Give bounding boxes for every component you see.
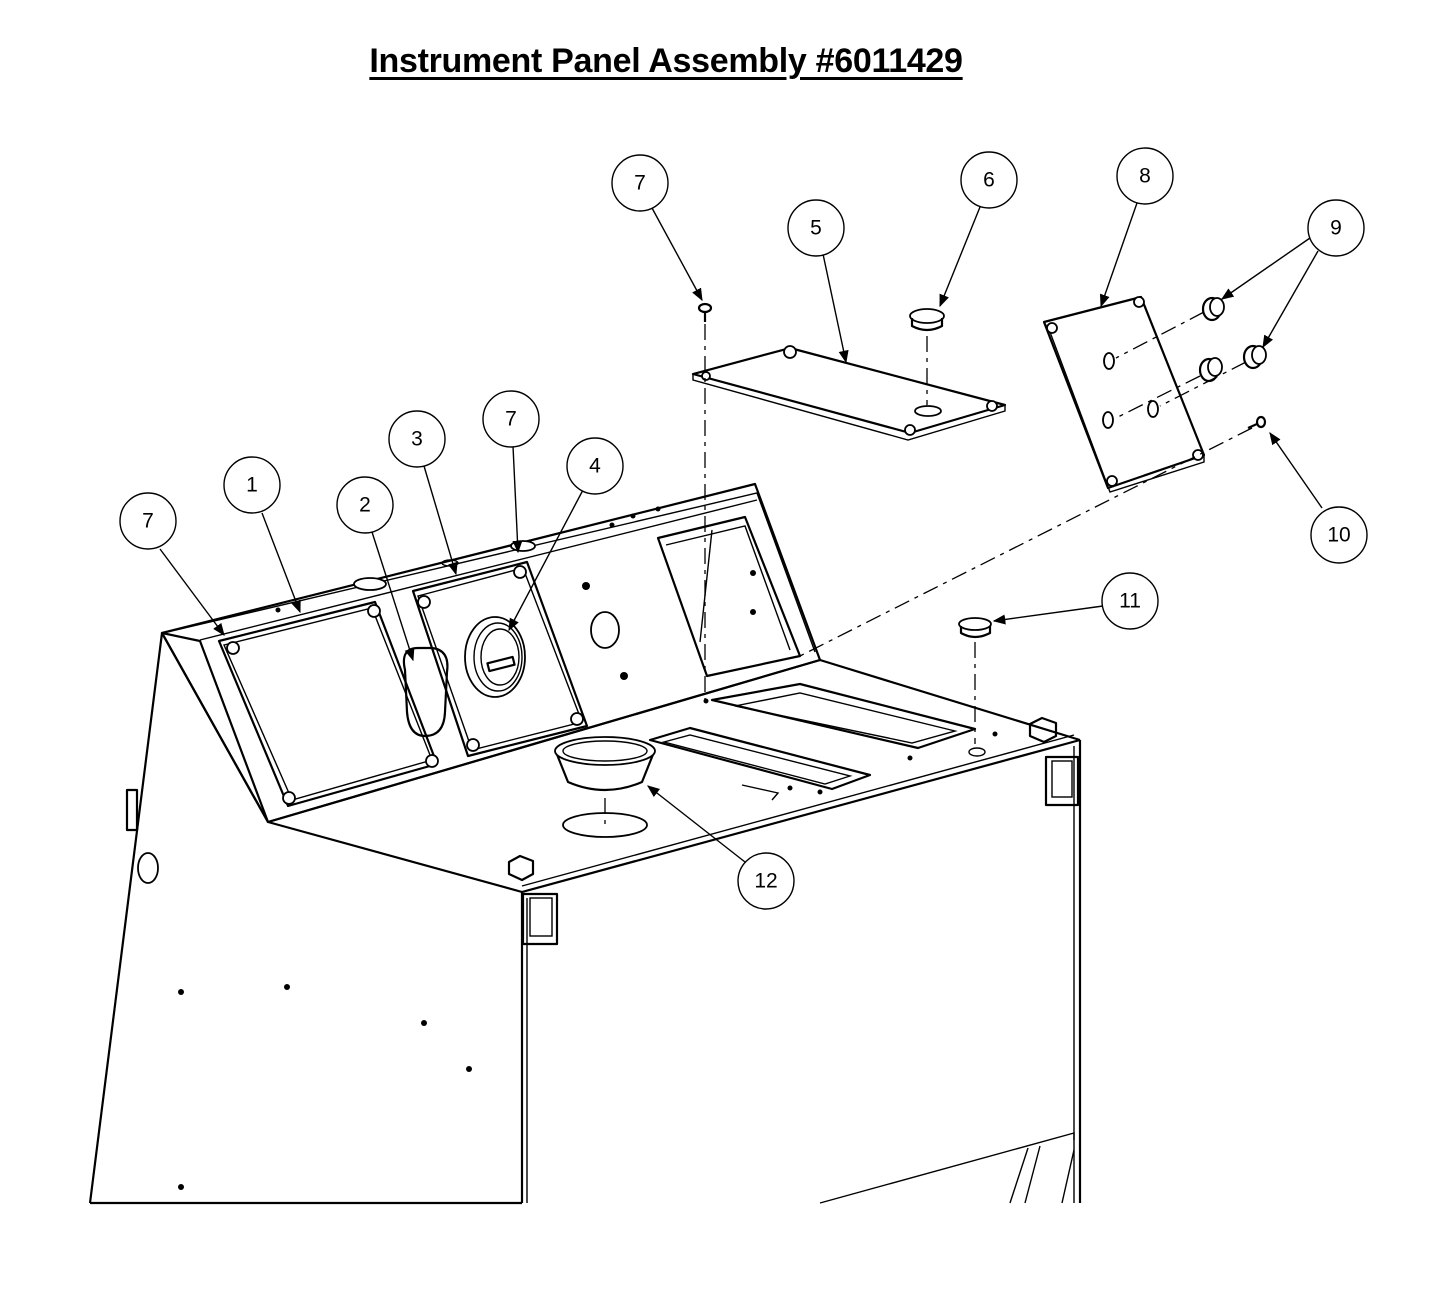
cup-12 [554,736,656,792]
plug-11 [958,617,992,639]
svg-text:10: 10 [1327,524,1350,547]
switch-plate-8 [1042,295,1206,493]
buttons-9 [1198,296,1267,383]
callout-10: 10 [1310,506,1368,564]
diagram-title: Instrument Panel Assembly #6011429 [369,42,963,80]
cover-plate-5 [691,345,1007,441]
callout-leaders [159,202,1323,863]
svg-text:7: 7 [634,172,646,195]
assembly-lines [604,311,1253,826]
angled-instrument-panel [160,482,822,824]
svg-text:11: 11 [1119,590,1141,613]
screw-7-top [697,302,713,322]
svg-text:1: 1 [246,474,258,497]
callout-6: 6 [960,151,1018,209]
screw-10 [1247,415,1267,430]
plug-6 [909,308,945,332]
callout-9: 9 [1307,199,1365,257]
svg-text:5: 5 [810,217,822,240]
callout-5: 5 [787,199,845,257]
callout-7-left: 7 [119,492,177,550]
callout-7-top: 7 [611,154,669,212]
svg-text:9: 9 [1330,217,1342,240]
svg-text:2: 2 [359,494,371,517]
svg-text:7: 7 [505,408,517,431]
callout-1: 1 [223,456,281,514]
callout-8: 8 [1116,147,1174,205]
svg-text:7: 7 [142,510,154,533]
callout-3: 3 [388,410,446,468]
svg-text:12: 12 [754,870,777,893]
svg-text:4: 4 [589,455,601,478]
callout-11: 11 [1101,572,1159,630]
callout-12: 12 [737,852,795,910]
svg-text:8: 8 [1139,165,1151,188]
callout-2: 2 [336,476,394,534]
svg-text:6: 6 [983,169,995,192]
callout-7-middle: 7 [482,390,540,448]
svg-text:3: 3 [411,428,423,451]
callout-4: 4 [566,437,624,495]
